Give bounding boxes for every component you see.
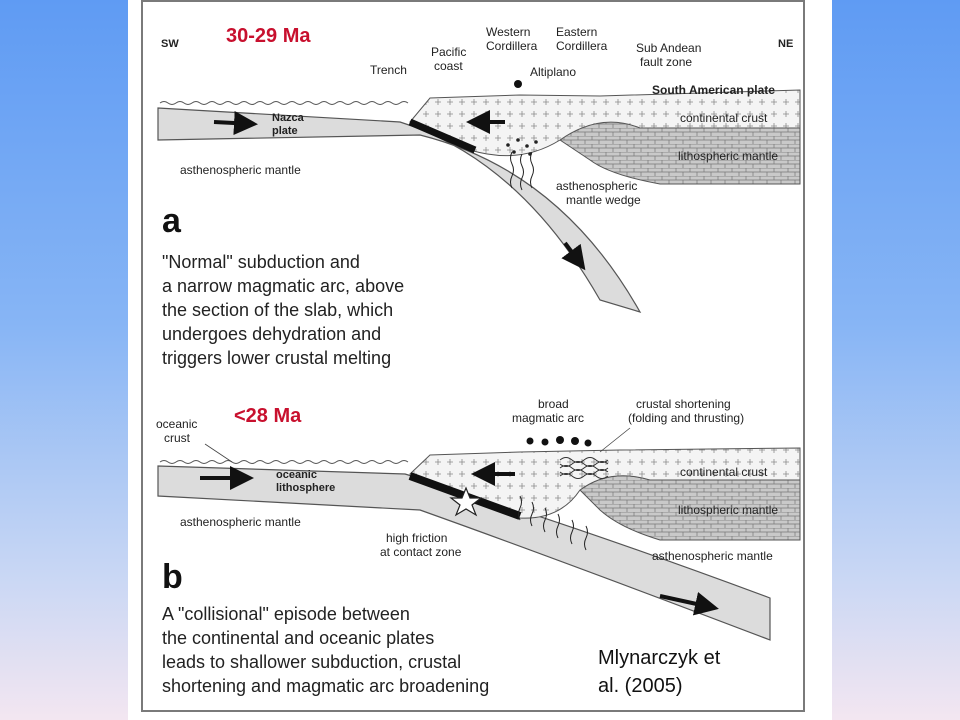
lithospheric-mantle-label-a: lithospheric mantle bbox=[678, 149, 778, 163]
caption-b-line-2: the continental and oceanic plates bbox=[162, 628, 434, 648]
contact-zone-a bbox=[408, 118, 477, 154]
trench-label: Trench bbox=[370, 63, 407, 77]
high-friction-label-2: at contact zone bbox=[380, 545, 462, 559]
oceanic-lithosphere-label-2: lithosphere bbox=[276, 482, 335, 494]
caption-a-line-2: a narrow magmatic arc, above bbox=[162, 276, 404, 296]
caption-b-line-4: shortening and magmatic arc broadening bbox=[162, 676, 489, 696]
nazca-label-2: plate bbox=[272, 125, 298, 137]
asthenospheric-mantle-label-a: asthenospheric mantle bbox=[180, 163, 301, 177]
nazca-slab-a bbox=[157, 107, 642, 314]
sub-andean-label-2: fault zone bbox=[640, 55, 692, 69]
slab-down-arrow-a bbox=[561, 241, 586, 271]
citation: Mlynarczyk et al. (2005) bbox=[598, 644, 798, 700]
pacific-coast-label-2: coast bbox=[434, 59, 463, 73]
slab-down-arrow-b bbox=[659, 592, 719, 616]
asthenospheric-mantle-label-b-left: asthenospheric mantle bbox=[180, 515, 301, 529]
pacific-coast-label-1: Pacific bbox=[431, 45, 466, 59]
oceanic-crust-pointer bbox=[204, 443, 233, 463]
caption-a-line-1: "Normal" subduction and bbox=[162, 252, 360, 272]
panel-b: <28 Ma oceanic crust broad magmatic arc … bbox=[156, 397, 801, 696]
western-cordillera-label-2: Cordillera bbox=[486, 39, 538, 53]
broad-arc-label-1: broad bbox=[538, 397, 569, 411]
panel-a: 30-29 Ma SW NE Trench Pacific coast West… bbox=[157, 25, 801, 368]
eastern-cordillera-label-2: Cordillera bbox=[556, 39, 608, 53]
crustal-shortening-pointer bbox=[599, 427, 631, 453]
lithospheric-mantle-label-b: lithospheric mantle bbox=[678, 503, 778, 517]
folding-thrusting-icon bbox=[559, 457, 609, 479]
crustal-shortening-label-1: crustal shortening bbox=[636, 397, 731, 411]
caption-a-line-5: triggers lower crustal melting bbox=[162, 348, 391, 368]
continental-crust-label-b: continental crust bbox=[680, 465, 768, 479]
crustal-shortening-label-2: (folding and thrusting) bbox=[628, 411, 744, 425]
mantle-wedge-label-2: mantle wedge bbox=[566, 193, 641, 207]
panel-letter-b: b bbox=[162, 558, 183, 596]
mantle-wedge-label-1: asthenospheric bbox=[556, 179, 637, 193]
continental-crust-label-a: continental crust bbox=[680, 111, 768, 125]
continental-crust-b bbox=[409, 447, 801, 519]
sea-surface-b bbox=[159, 460, 409, 464]
high-friction-star-icon bbox=[449, 486, 483, 517]
oceanic-crust-label-1: oceanic bbox=[156, 417, 197, 431]
panel-letter-a: a bbox=[162, 202, 182, 240]
melt-plumes-a bbox=[506, 138, 538, 191]
sub-andean-label-1: Sub Andean bbox=[636, 41, 701, 55]
broad-arc-label-2: magmatic arc bbox=[512, 411, 584, 425]
south-american-plate-label: South American plate bbox=[652, 83, 775, 97]
citation-line-1: Mlynarczyk et bbox=[598, 647, 721, 669]
sea-surface-a bbox=[159, 101, 409, 105]
melt-plumes-b bbox=[518, 495, 588, 551]
altiplano-label: Altiplano bbox=[530, 65, 576, 79]
asthenospheric-mantle-label-b-right: asthenospheric mantle bbox=[652, 549, 773, 563]
nazca-label-1: Nazca bbox=[272, 112, 305, 124]
high-friction-label-1: high friction bbox=[386, 531, 447, 545]
oceanic-lithosphere-label-1: oceanic bbox=[276, 469, 317, 481]
age-label-a: 30-29 Ma bbox=[226, 25, 311, 47]
volcano-icon bbox=[514, 80, 522, 88]
age-label-b: <28 Ma bbox=[234, 405, 302, 427]
caption-b-line-3: leads to shallower subduction, crustal bbox=[162, 652, 461, 672]
caption-a-line-3: the section of the slab, which bbox=[162, 300, 393, 320]
caption-b-line-1: A "collisional" episode between bbox=[162, 604, 410, 624]
citation-line-2: al. (2005) bbox=[598, 675, 683, 697]
eastern-cordillera-label-1: Eastern bbox=[556, 25, 597, 39]
sw-label: SW bbox=[161, 38, 179, 50]
oceanic-crust-label-2: crust bbox=[164, 431, 191, 445]
broad-arc-volcanoes-icon bbox=[526, 436, 592, 447]
nazca-motion-arrow-a bbox=[213, 111, 258, 135]
continental-crust-a bbox=[409, 89, 801, 157]
caption-a-line-4: undergoes dehydration and bbox=[162, 324, 381, 344]
western-cordillera-label-1: Western bbox=[486, 25, 530, 39]
ne-label: NE bbox=[778, 38, 793, 50]
